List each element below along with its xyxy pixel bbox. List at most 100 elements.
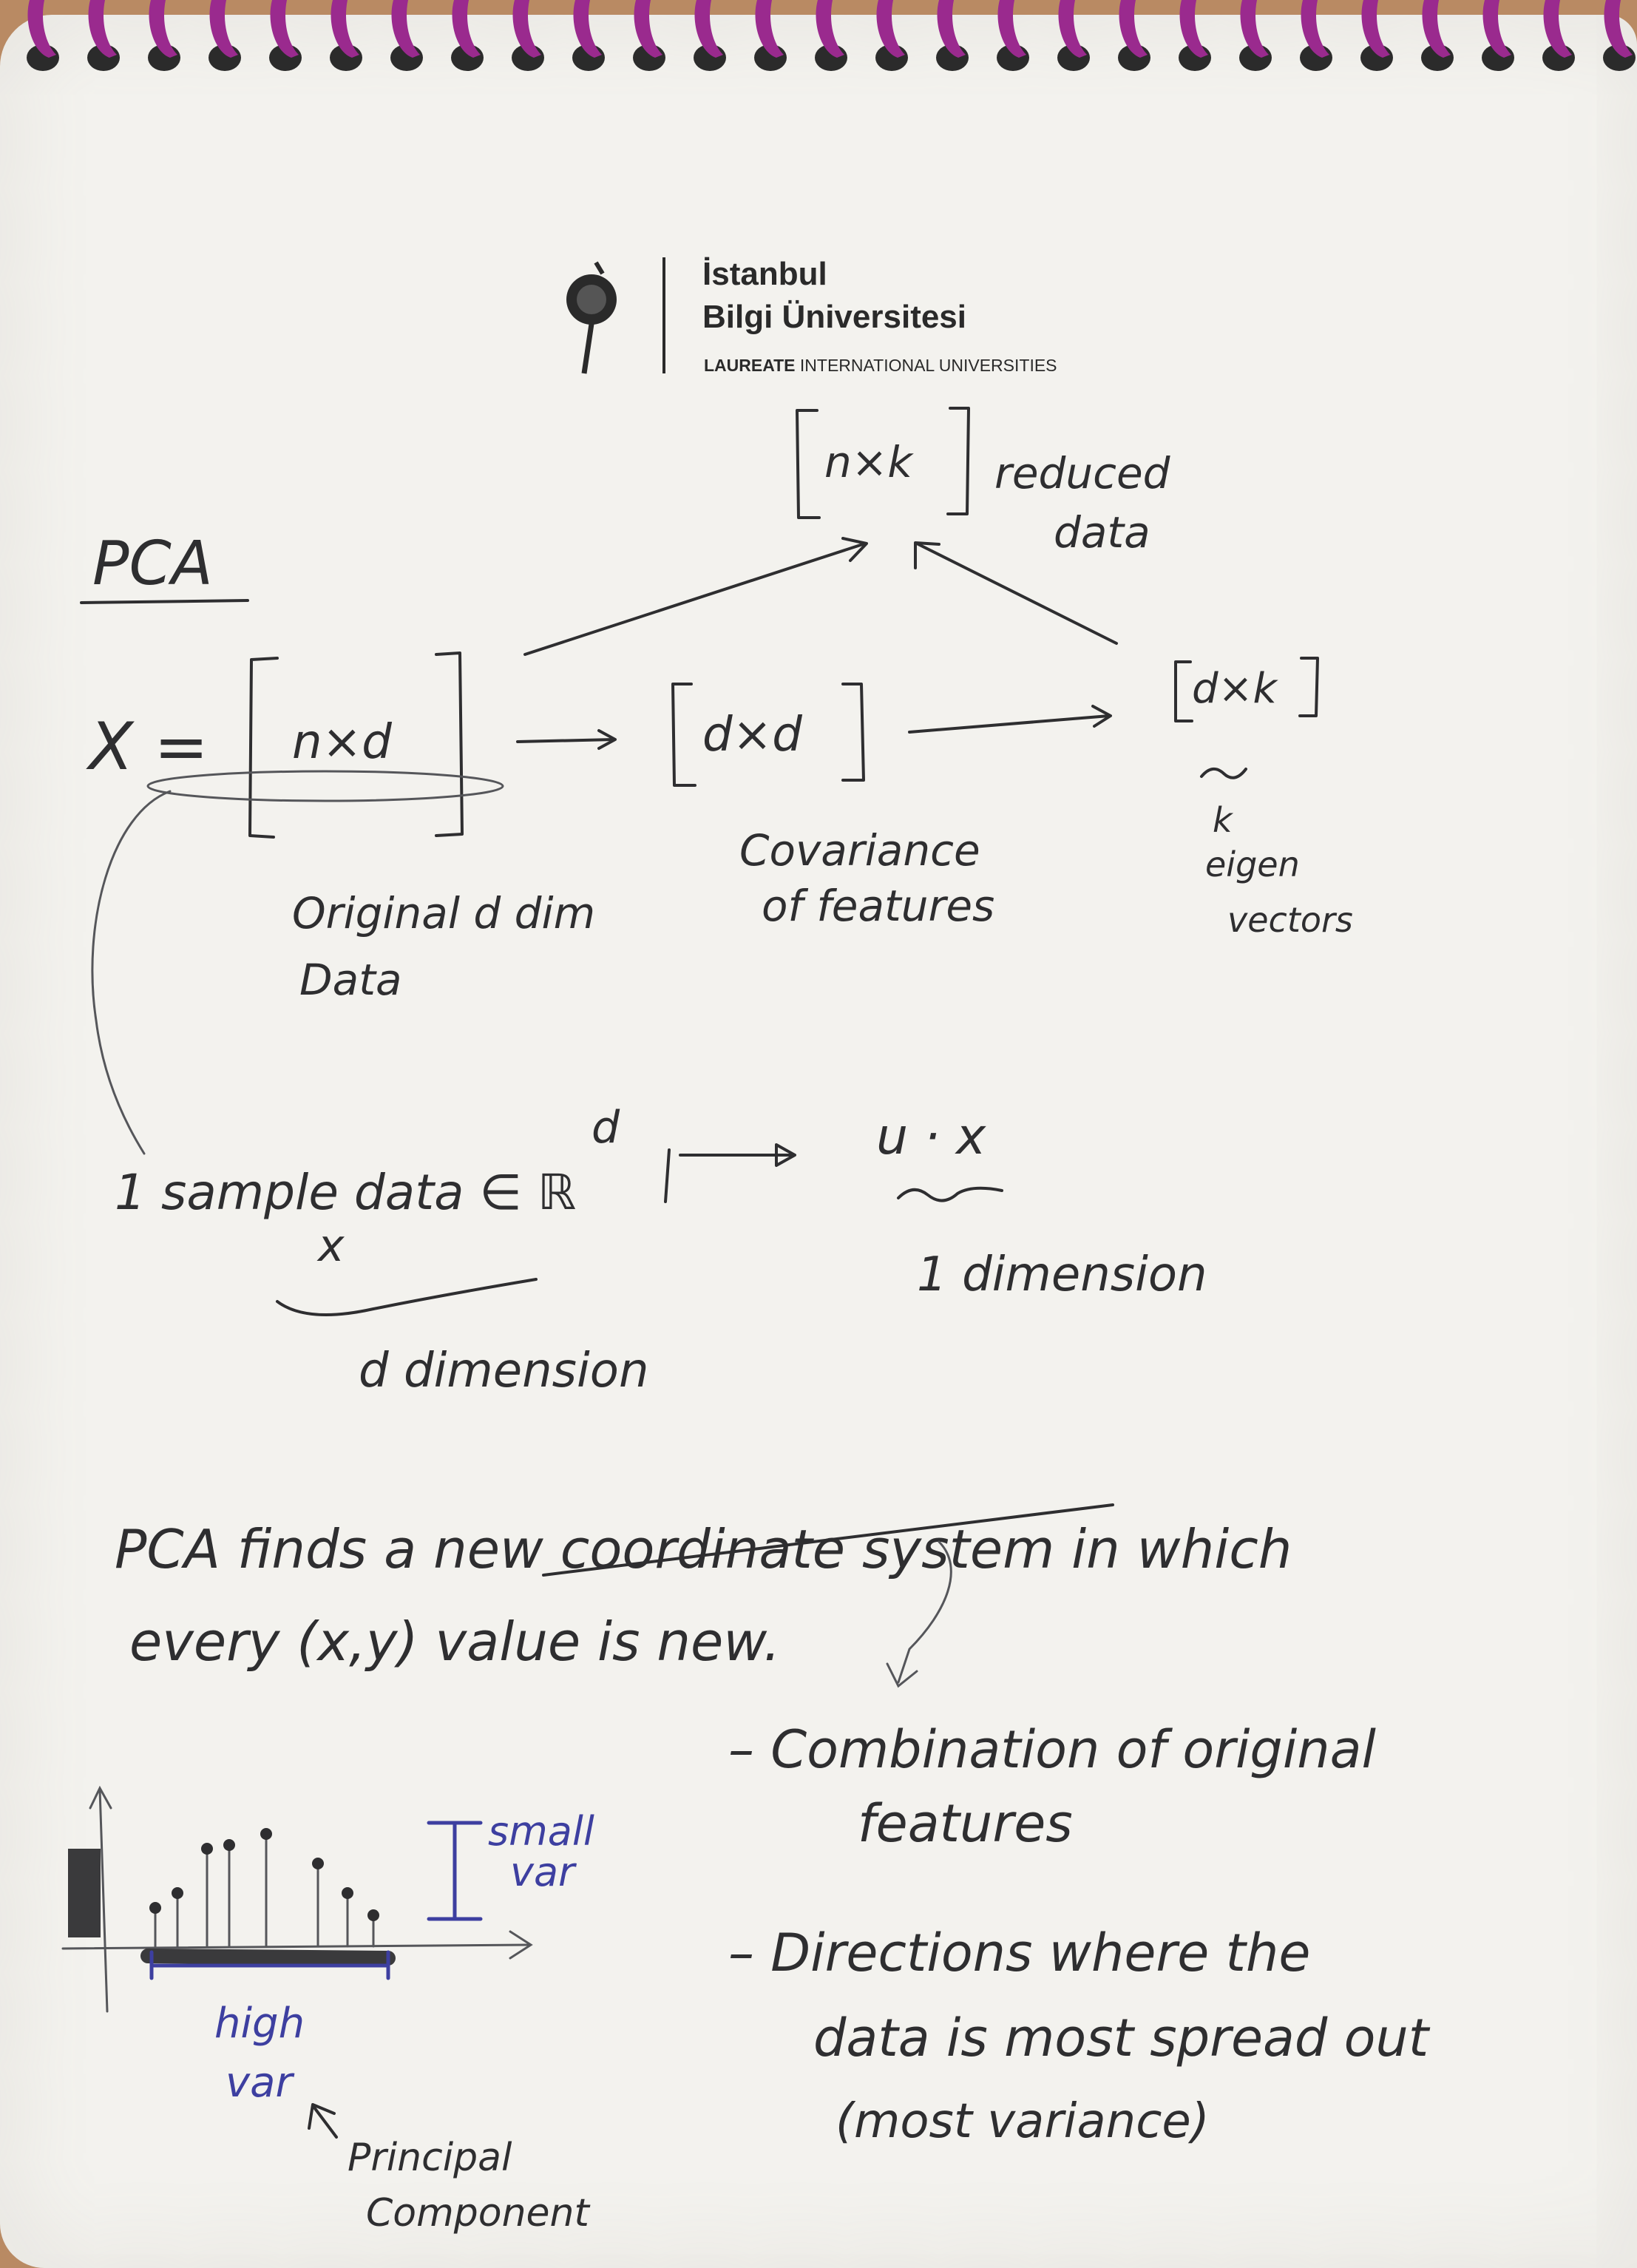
tilde-ux: [897, 1186, 1003, 1202]
matrix-dd: d×d: [702, 708, 802, 762]
binding-ring: [1179, 0, 1208, 58]
arrow-nd-nk: [523, 542, 867, 656]
small-var-line1: small: [488, 1808, 594, 1855]
high-var-line2: var: [226, 2059, 294, 2107]
connector-to-bullets: [897, 1540, 952, 1684]
mapsto-bar: [664, 1148, 671, 1203]
matrix-nk: n×k: [824, 437, 914, 487]
reduced-line1: reduced: [994, 448, 1171, 498]
arrow-dk-nk-head: [914, 541, 940, 569]
arrow-dk-nk: [915, 542, 1118, 645]
sketch-y-axis: [98, 1788, 109, 2013]
binding-ring: [149, 0, 177, 58]
binding-ring: [209, 0, 238, 58]
spiral-binding: [27, 0, 1636, 71]
k-label: k: [1213, 800, 1234, 840]
binding-ring: [391, 0, 420, 58]
logo-line3-rest: INTERNATIONAL UNIVERSITIES: [796, 356, 1057, 375]
sketch-shaded-block: [68, 1849, 101, 1937]
sketch-y-axis-arrow: [89, 1785, 112, 1810]
pca-line1-c: in which: [1054, 1518, 1292, 1580]
principal-arrow-head: [308, 2103, 336, 2130]
high-var-line1: high: [214, 2000, 305, 2048]
logo-tick-icon: [594, 261, 605, 275]
bracket-left-dk: [1174, 660, 1193, 722]
bracket-right-nk: [946, 407, 970, 515]
sketch-point: [149, 1902, 161, 1914]
row-ellipse: [146, 770, 504, 802]
one-dimension: 1 dimension: [917, 1248, 1207, 1302]
sketch-point: [201, 1843, 213, 1855]
binding-ring: [573, 0, 602, 58]
bullet1-line2: features: [858, 1793, 1073, 1854]
bracket-left-nd: [248, 657, 279, 839]
logo-inner-icon: [577, 285, 606, 314]
bracket-right-dd: [841, 683, 865, 782]
arrow-dd-dk: [908, 714, 1111, 734]
pca-heading: PCA: [92, 529, 213, 599]
d-dimension: d dimension: [359, 1344, 649, 1398]
arrow-dd-dk-head: [1091, 705, 1112, 728]
tilde-dk: [1200, 768, 1247, 779]
eigen-line1: eigen: [1205, 844, 1300, 884]
sketch-x-axis: [61, 1943, 530, 1950]
binding-ring: [270, 0, 299, 58]
ux-label: u · x: [876, 1108, 986, 1166]
bracket-left-dd: [671, 683, 697, 787]
binding-ring: [1604, 0, 1633, 58]
arrow-nd-dd-head: [597, 729, 617, 750]
logo-line3-bold: LAUREATE: [704, 356, 796, 375]
binding-ring: [937, 0, 966, 58]
bracket-right-nd: [435, 651, 464, 837]
covariance-line2: of features: [762, 881, 994, 931]
sketch-spread-band: [140, 1949, 396, 1966]
bracket-right-dk: [1298, 657, 1319, 717]
pca-line1-a: PCA finds a: [115, 1518, 433, 1580]
brace-d-dimension: [276, 1278, 538, 1316]
binding-ring: [634, 0, 662, 58]
binding-ring: [997, 0, 1026, 58]
binding-ring: [1240, 0, 1269, 58]
logo-stem-icon: [581, 323, 594, 374]
binding-ring: [1301, 0, 1329, 58]
sketch-point: [172, 1887, 183, 1899]
small-var-line2: var: [510, 1849, 577, 1895]
bracket-left-nk: [796, 409, 821, 519]
binding-ring: [1361, 0, 1390, 58]
arrow-nd-nk-head: [841, 537, 868, 562]
x-equals: X =: [86, 708, 209, 785]
binding-ring: [1482, 0, 1511, 58]
binding-ring: [694, 0, 723, 58]
bullet2-line1: – Directions where the: [728, 1923, 1310, 1983]
binding-ring: [816, 0, 844, 58]
sketch-x-axis-arrow: [509, 1930, 533, 1960]
principal-arrow: [313, 2106, 338, 2139]
eigen-line2: vectors: [1227, 900, 1353, 940]
original-line2: Data: [299, 955, 402, 1005]
sketch-points: [149, 1828, 379, 1948]
matrix-nd: n×d: [292, 715, 392, 770]
sketch-point: [223, 1839, 235, 1851]
binding-ring: [1058, 0, 1087, 58]
sample-text: 1 sample data ∈ ℝ: [115, 1164, 576, 1221]
x-var: x: [316, 1220, 345, 1272]
underline-new-coordinate: [542, 1503, 1114, 1577]
principal-line2: Component: [366, 2191, 591, 2235]
binding-ring: [755, 0, 784, 58]
reduced-line2: data: [1054, 507, 1150, 558]
pca-line2: every (x,y) value is new.: [129, 1611, 781, 1673]
binding-ring: [27, 0, 56, 58]
mapsto-arrow-head: [775, 1143, 796, 1167]
logo-line3: LAUREATE INTERNATIONAL UNIVERSITIES: [704, 356, 1057, 375]
variance-sketch: [61, 1785, 533, 2013]
binding-ring: [1422, 0, 1451, 58]
binding-ring: [452, 0, 481, 58]
notebook-page: [0, 15, 1637, 2268]
sketch-point: [367, 1909, 379, 1921]
connector-arrow-head: [886, 1662, 918, 1688]
binding-ring: [331, 0, 359, 58]
binding-ring: [1119, 0, 1148, 58]
arrow-nd-dd: [516, 738, 615, 743]
original-line1: Original d dim: [292, 888, 595, 938]
